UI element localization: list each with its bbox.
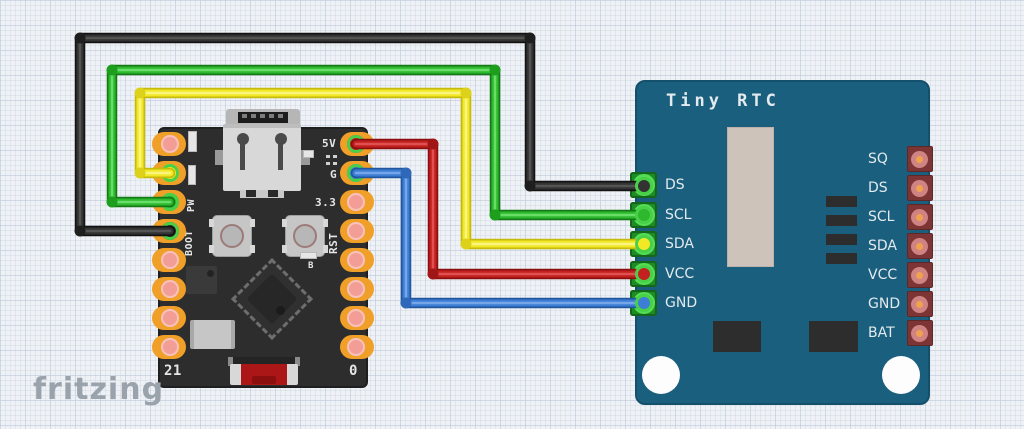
rtc-board-title: Tiny RTC <box>666 91 780 111</box>
mcu-left-pad-hole-6[interactable] <box>161 280 179 298</box>
small-ic-pin1-dot <box>207 270 214 277</box>
mcu-right-pad-hole-8[interactable] <box>347 338 365 356</box>
mcu-right-pad-hole-1[interactable] <box>347 135 365 153</box>
rtc-right-pin-label-BAT-6: BAT <box>868 325 895 341</box>
mcu-right-pad-hole-5[interactable] <box>347 251 365 269</box>
red-led <box>230 364 298 385</box>
mcu-right-pad-hole-3[interactable] <box>347 193 365 211</box>
reset-button-cap <box>293 224 317 248</box>
rtc-left-pin-label-DS: DS <box>665 177 685 193</box>
mcu-label-b: B <box>308 261 314 271</box>
mcu-left-pad-hole-2[interactable] <box>161 164 179 182</box>
rtc-left-pin-ring-DS[interactable] <box>633 174 655 196</box>
rtc-left-pin-ring-SCL[interactable] <box>633 204 655 226</box>
mcu-right-pad-hole-2[interactable] <box>347 164 365 182</box>
led-bracket <box>228 357 300 366</box>
mcu-left-pad-hole-3[interactable] <box>161 193 179 211</box>
rtc-left-pin-ring-GND[interactable] <box>633 292 655 314</box>
rtc-right-pin-hole-SDA-3 <box>916 243 923 250</box>
mcu-left-pad-hole-4[interactable] <box>161 222 179 240</box>
mcu-right-pad-hole-7[interactable] <box>347 309 365 327</box>
mcu-left-pad-hole-7[interactable] <box>161 309 179 327</box>
rtc-resistor <box>826 234 857 245</box>
passive-component <box>303 150 314 158</box>
rtc-ic-chip <box>713 321 761 352</box>
passive-component <box>188 165 196 185</box>
usb-port-opening <box>238 112 288 123</box>
rtc-battery-holder <box>727 127 774 267</box>
rtc-right-pin-label-DS-1: DS <box>868 180 888 196</box>
passive-component <box>300 252 317 259</box>
rtc-right-pin-label-GND-5: GND <box>868 296 901 312</box>
rtc-resistor <box>826 253 857 264</box>
rtc-right-pin-label-SQ-0: SQ <box>868 151 888 167</box>
usb-connector-body <box>223 124 301 191</box>
usb-mount-stem-left <box>240 140 245 170</box>
mcu-label-pin21: 21 <box>164 363 182 379</box>
rtc-resistor <box>826 215 857 226</box>
usb-foot-pad <box>268 190 278 197</box>
mcu-left-pad-hole-5[interactable] <box>161 251 179 269</box>
mcu-right-pad-hole-4[interactable] <box>347 222 365 240</box>
boot-button-cap <box>220 224 244 248</box>
rtc-right-pin-hole-SCL-2 <box>916 214 923 221</box>
mcu-label-rst: RST <box>327 232 340 254</box>
fritzing-watermark: fritzing <box>33 372 165 407</box>
rtc-right-pin-label-SDA-3: SDA <box>868 238 897 254</box>
rtc-right-pin-label-VCC-4: VCC <box>868 267 898 283</box>
rtc-right-pin-hole-DS-1 <box>916 185 923 192</box>
rtc-resistor <box>826 196 857 207</box>
rtc-right-pin-label-SCL-2: SCL <box>868 209 895 225</box>
wire-red[interactable] <box>350 138 653 283</box>
rtc-left-pin-ring-SDA[interactable] <box>633 233 655 255</box>
main-mcu-chip-dot <box>276 306 285 315</box>
rtc-mounting-hole-right <box>882 356 920 394</box>
rtc-right-pin-hole-GND-5 <box>916 301 923 308</box>
rtc-left-pin-label-GND: GND <box>665 295 698 311</box>
mcu-left-pad-hole-1[interactable] <box>161 135 179 153</box>
red-led-shade <box>252 376 276 384</box>
rtc-right-pin-hole-SQ-0 <box>916 156 923 163</box>
rtc-right-pin-hole-BAT-6 <box>916 330 923 337</box>
mcu-right-pad-hole-6[interactable] <box>347 280 365 298</box>
mcu-label-g: G <box>330 168 338 181</box>
mcu-label-3v3: 3.3 <box>315 196 337 209</box>
rtc-left-pin-label-SDA: SDA <box>665 236 694 252</box>
rtc-left-pin-label-VCC: VCC <box>665 266 695 282</box>
passive-component <box>188 131 197 152</box>
crystal-component <box>190 320 235 349</box>
rtc-left-pin-label-SCL: SCL <box>665 207 692 223</box>
mcu-label-pw: PW <box>186 198 197 212</box>
rtc-mounting-hole-left <box>642 356 680 394</box>
rtc-right-pin-hole-VCC-4 <box>916 272 923 279</box>
usb-foot-pad <box>246 190 256 197</box>
rtc-eeprom-chip <box>809 321 858 352</box>
mcu-label-5v: 5V <box>322 137 337 150</box>
usb-mount-stem-right <box>278 140 283 170</box>
rtc-left-pin-ring-VCC[interactable] <box>633 263 655 285</box>
mcu-label-pin0: 0 <box>349 363 358 379</box>
wire-blue[interactable] <box>350 167 653 312</box>
mcu-left-pad-hole-8[interactable] <box>161 338 179 356</box>
